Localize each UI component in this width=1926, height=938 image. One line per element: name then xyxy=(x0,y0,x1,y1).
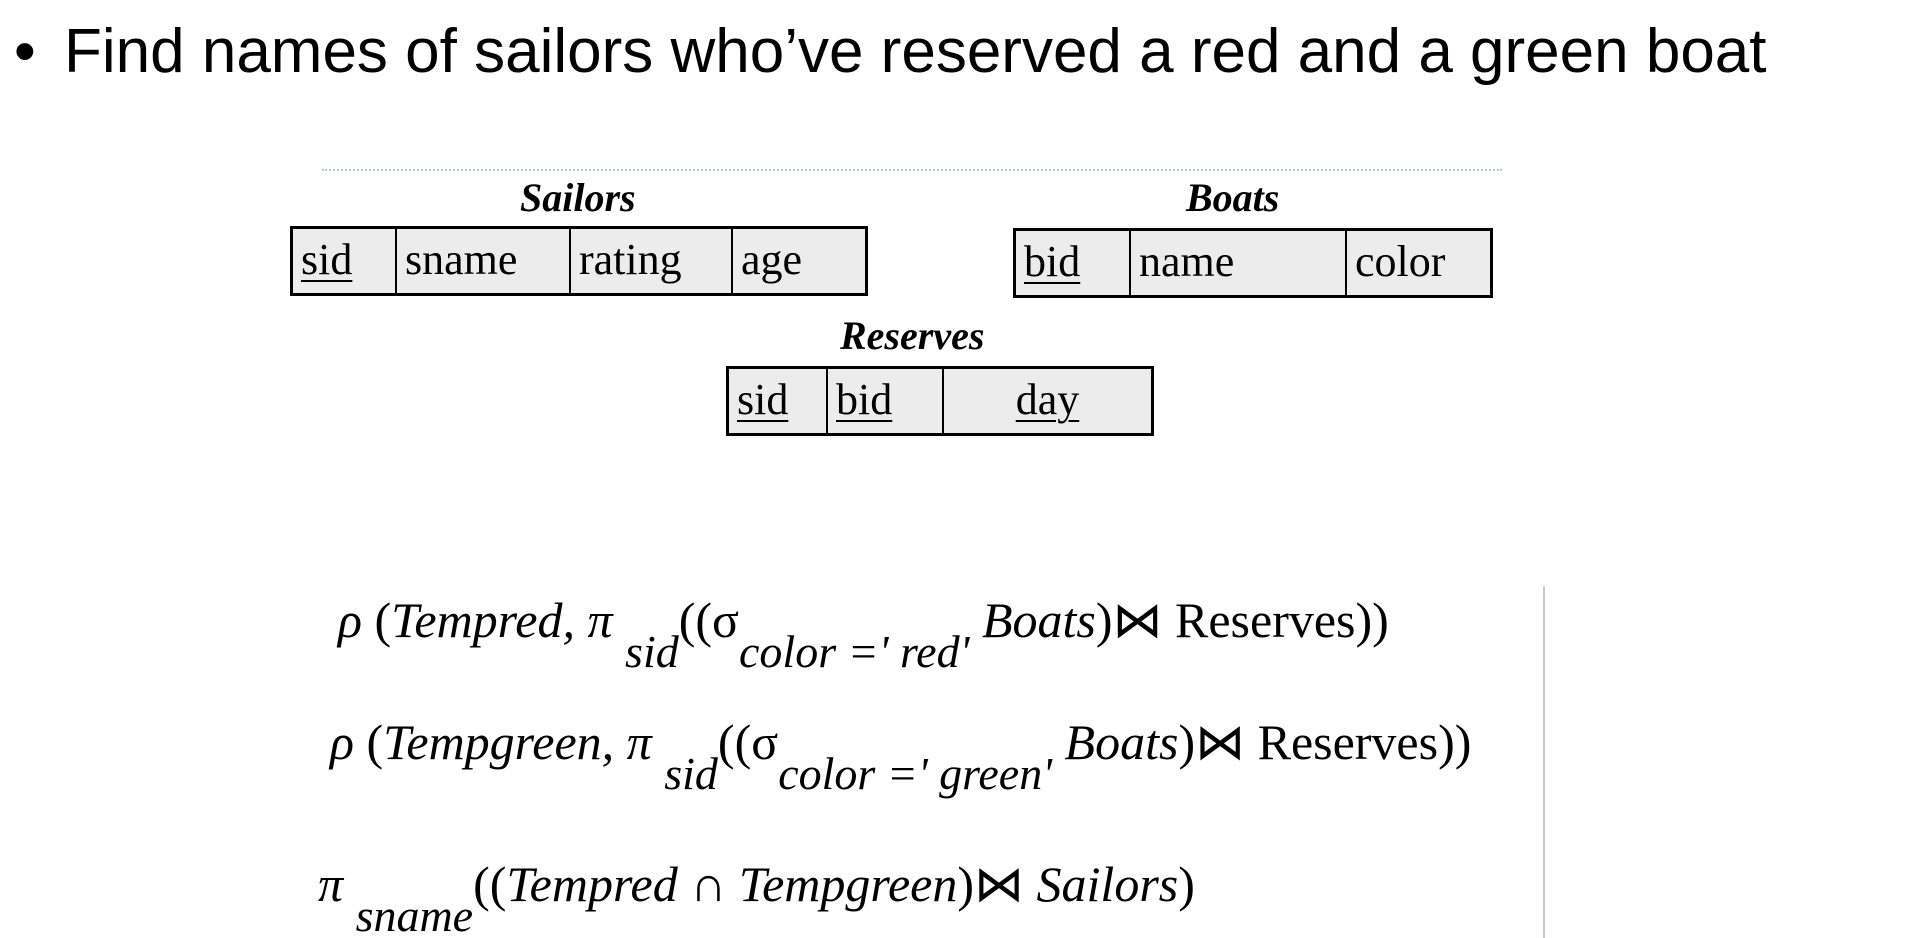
projection-subscript: sname xyxy=(355,890,474,938)
projection-subscript: sid xyxy=(664,748,718,799)
reserves-schema: sid bid day xyxy=(726,366,1154,436)
vertical-divider xyxy=(1543,586,1545,938)
pi-symbol: π xyxy=(626,714,652,770)
reserves-title: Reserves xyxy=(840,313,985,358)
boats-schema: bid name color xyxy=(1013,228,1493,298)
bullet-point: • Find names of sailors who’ve reserved a… xyxy=(14,12,1767,92)
selection-subscript: color =' green' xyxy=(778,748,1053,799)
boats-title: Boats xyxy=(1186,175,1280,220)
reserves-field-bid: bid xyxy=(828,369,944,433)
sailors-field-age: age xyxy=(741,235,803,284)
reserves-field-sid: sid xyxy=(729,369,828,433)
pi-symbol: π xyxy=(587,592,613,648)
intersection-symbol: ∩ xyxy=(690,856,727,912)
bullet-text: Find names of sailors who’ve reserved a … xyxy=(64,17,1767,86)
sailors-field-sname: sname xyxy=(397,229,571,293)
reserves-field-day: day xyxy=(1015,375,1080,424)
sailors-field-rating: rating xyxy=(571,229,733,293)
bullet-marker: • xyxy=(14,17,36,86)
formula-tempgreen: ρ (Tempgreen, π sid((σcolor =' green' Bo… xyxy=(330,714,1472,799)
sailors-schema: sid sname rating age xyxy=(290,226,868,296)
relation-name: Tempgreen, xyxy=(383,714,615,770)
boats-field-name: name xyxy=(1131,231,1347,295)
relation-name: Tempred, xyxy=(391,592,575,648)
pi-symbol: π xyxy=(318,856,344,912)
projection-subscript: sid xyxy=(625,626,679,677)
rho-symbol: ρ xyxy=(330,714,354,770)
formula-tempred: ρ (Tempred, π sid((σcolor =' red' Boats)… xyxy=(338,592,1389,677)
selection-subscript: color =' red' xyxy=(739,626,970,677)
sailors-field-sid: sid xyxy=(293,229,397,293)
rho-symbol: ρ xyxy=(338,592,362,648)
boats-field-color: color xyxy=(1355,237,1446,286)
sailors-title: Sailors xyxy=(520,175,636,220)
boats-field-bid: bid xyxy=(1016,231,1131,295)
formula-result: π sname((Tempred ∩ Tempgreen)⋈ Sailors) xyxy=(318,854,1195,938)
dotted-divider xyxy=(322,169,1502,171)
